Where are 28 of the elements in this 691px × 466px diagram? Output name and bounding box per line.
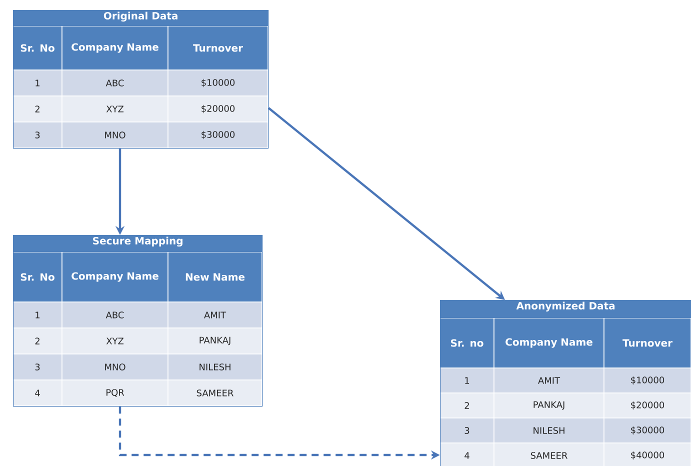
table-cell: 3	[12, 122, 62, 148]
table-cell: PANKAJ	[168, 328, 262, 354]
table-cell: 1	[12, 302, 62, 328]
column-header: Sr. no	[440, 318, 494, 368]
table-cell: $40000	[604, 442, 691, 466]
table-cell: 4	[12, 380, 62, 406]
table-cell: 3	[440, 418, 494, 444]
table-cell: NILESH	[168, 354, 262, 380]
table-cell: 2	[12, 328, 62, 354]
column-header: Turnover	[604, 318, 691, 368]
column-header: Sr. No	[12, 26, 62, 70]
table-cell: 1	[440, 368, 494, 394]
table-cell: 3	[12, 354, 62, 380]
table-cell: AMIT	[168, 302, 262, 328]
table-cell: $10000	[168, 70, 268, 96]
table-cell: SAMEER	[168, 380, 262, 406]
table-cell: 4	[440, 442, 494, 466]
column-header: Sr. No	[12, 252, 62, 302]
table-cell: 2	[12, 96, 62, 122]
table-cell: $30000	[604, 418, 691, 444]
table-cell: $20000	[604, 392, 691, 418]
table-cell: $30000	[168, 122, 268, 148]
table-cell: $10000	[604, 368, 691, 394]
column-header: New Name	[168, 252, 262, 302]
table-cell: $20000	[168, 96, 268, 122]
table-cell: 2	[440, 392, 494, 418]
column-header: Turnover	[168, 26, 268, 70]
table-cell: 1	[12, 70, 62, 96]
